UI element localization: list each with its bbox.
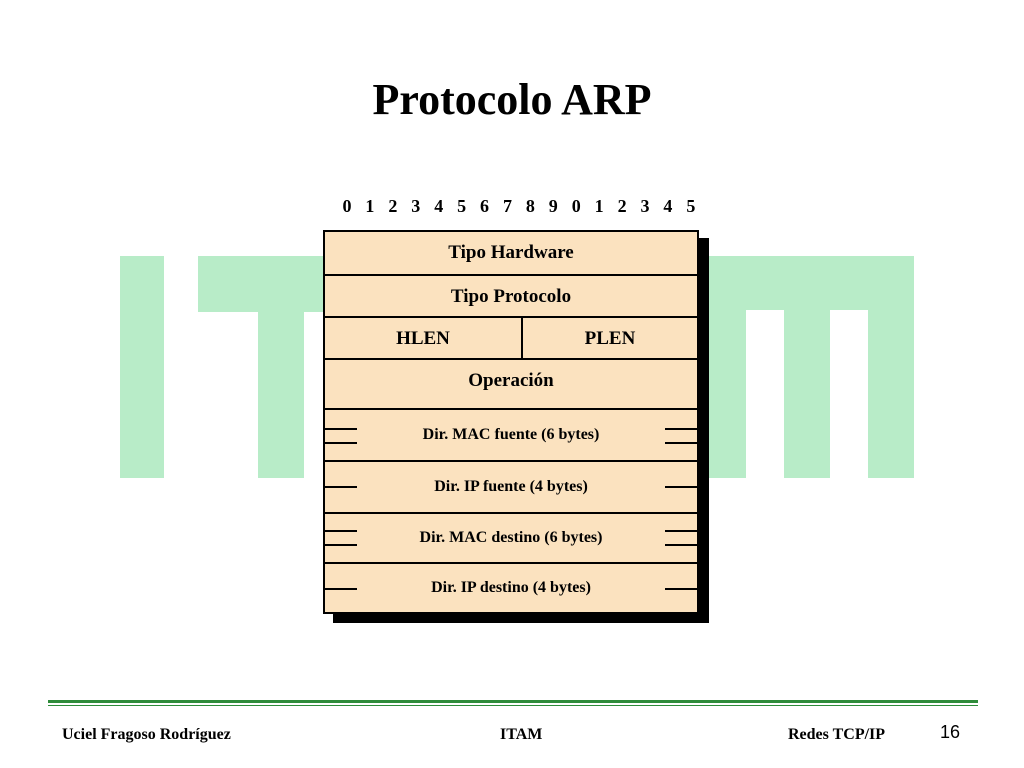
field-mac-fuente: Dir. MAC fuente (6 bytes)	[422, 426, 600, 443]
field-tipo-hardware: Tipo Hardware	[448, 242, 574, 263]
field-divider	[325, 274, 697, 276]
continuation-tick	[325, 544, 357, 546]
slide-title: Protocolo ARP	[372, 75, 652, 124]
continuation-tick	[325, 588, 357, 590]
field-divider	[325, 408, 697, 410]
bit-label: 6	[480, 196, 490, 216]
field-divider	[325, 358, 697, 360]
arp-packet-diagram: Tipo Hardware Tipo Protocolo HLEN PLEN O…	[323, 230, 699, 614]
bit-label: 2	[388, 196, 398, 216]
field-hlen: HLEN	[396, 328, 450, 349]
field-plen: PLEN	[584, 328, 636, 349]
bit-label: 9	[548, 196, 558, 216]
bit-label: 4	[663, 196, 673, 216]
continuation-tick	[325, 442, 357, 444]
footer-author: Uciel Fragoso Rodríguez	[62, 726, 231, 743]
footer-rule	[48, 705, 978, 706]
bit-label: 3	[411, 196, 421, 216]
bit-label: 5	[457, 196, 467, 216]
field-ip-fuente: Dir. IP fuente (4 bytes)	[434, 478, 588, 495]
bit-label: 0	[342, 196, 352, 216]
field-divider	[325, 460, 697, 462]
bit-label: 2	[617, 196, 627, 216]
field-mac-destino: Dir. MAC destino (6 bytes)	[419, 529, 603, 546]
field-divider	[325, 562, 697, 564]
bit-label: 1	[365, 196, 375, 216]
bit-label: 4	[434, 196, 444, 216]
footer-course: Redes TCP/IP	[788, 726, 886, 743]
field-divider-vertical	[521, 318, 523, 360]
continuation-tick	[665, 486, 697, 488]
bit-label: 3	[640, 196, 650, 216]
bit-ruler: 0 1 2 3 4 5 6 7 8 9 0 1 2 3 4 5	[337, 196, 701, 217]
continuation-tick	[325, 428, 357, 430]
continuation-tick	[325, 530, 357, 532]
continuation-tick	[665, 544, 697, 546]
bit-label: 8	[525, 196, 535, 216]
field-divider	[325, 316, 697, 318]
continuation-tick	[665, 588, 697, 590]
bit-label: 1	[594, 196, 604, 216]
field-tipo-protocolo: Tipo Protocolo	[450, 286, 572, 307]
continuation-tick	[665, 530, 697, 532]
continuation-tick	[325, 486, 357, 488]
footer-rule	[48, 700, 978, 703]
field-divider	[325, 512, 697, 514]
bit-label: 7	[502, 196, 512, 216]
continuation-tick	[665, 428, 697, 430]
footer-institution: ITAM	[500, 726, 543, 743]
continuation-tick	[665, 442, 697, 444]
page-number: 16	[940, 722, 961, 742]
field-ip-destino: Dir. IP destino (4 bytes)	[431, 579, 591, 596]
bit-label: 0	[571, 196, 581, 216]
bit-label: 5	[686, 196, 696, 216]
field-operacion: Operación	[468, 370, 554, 391]
